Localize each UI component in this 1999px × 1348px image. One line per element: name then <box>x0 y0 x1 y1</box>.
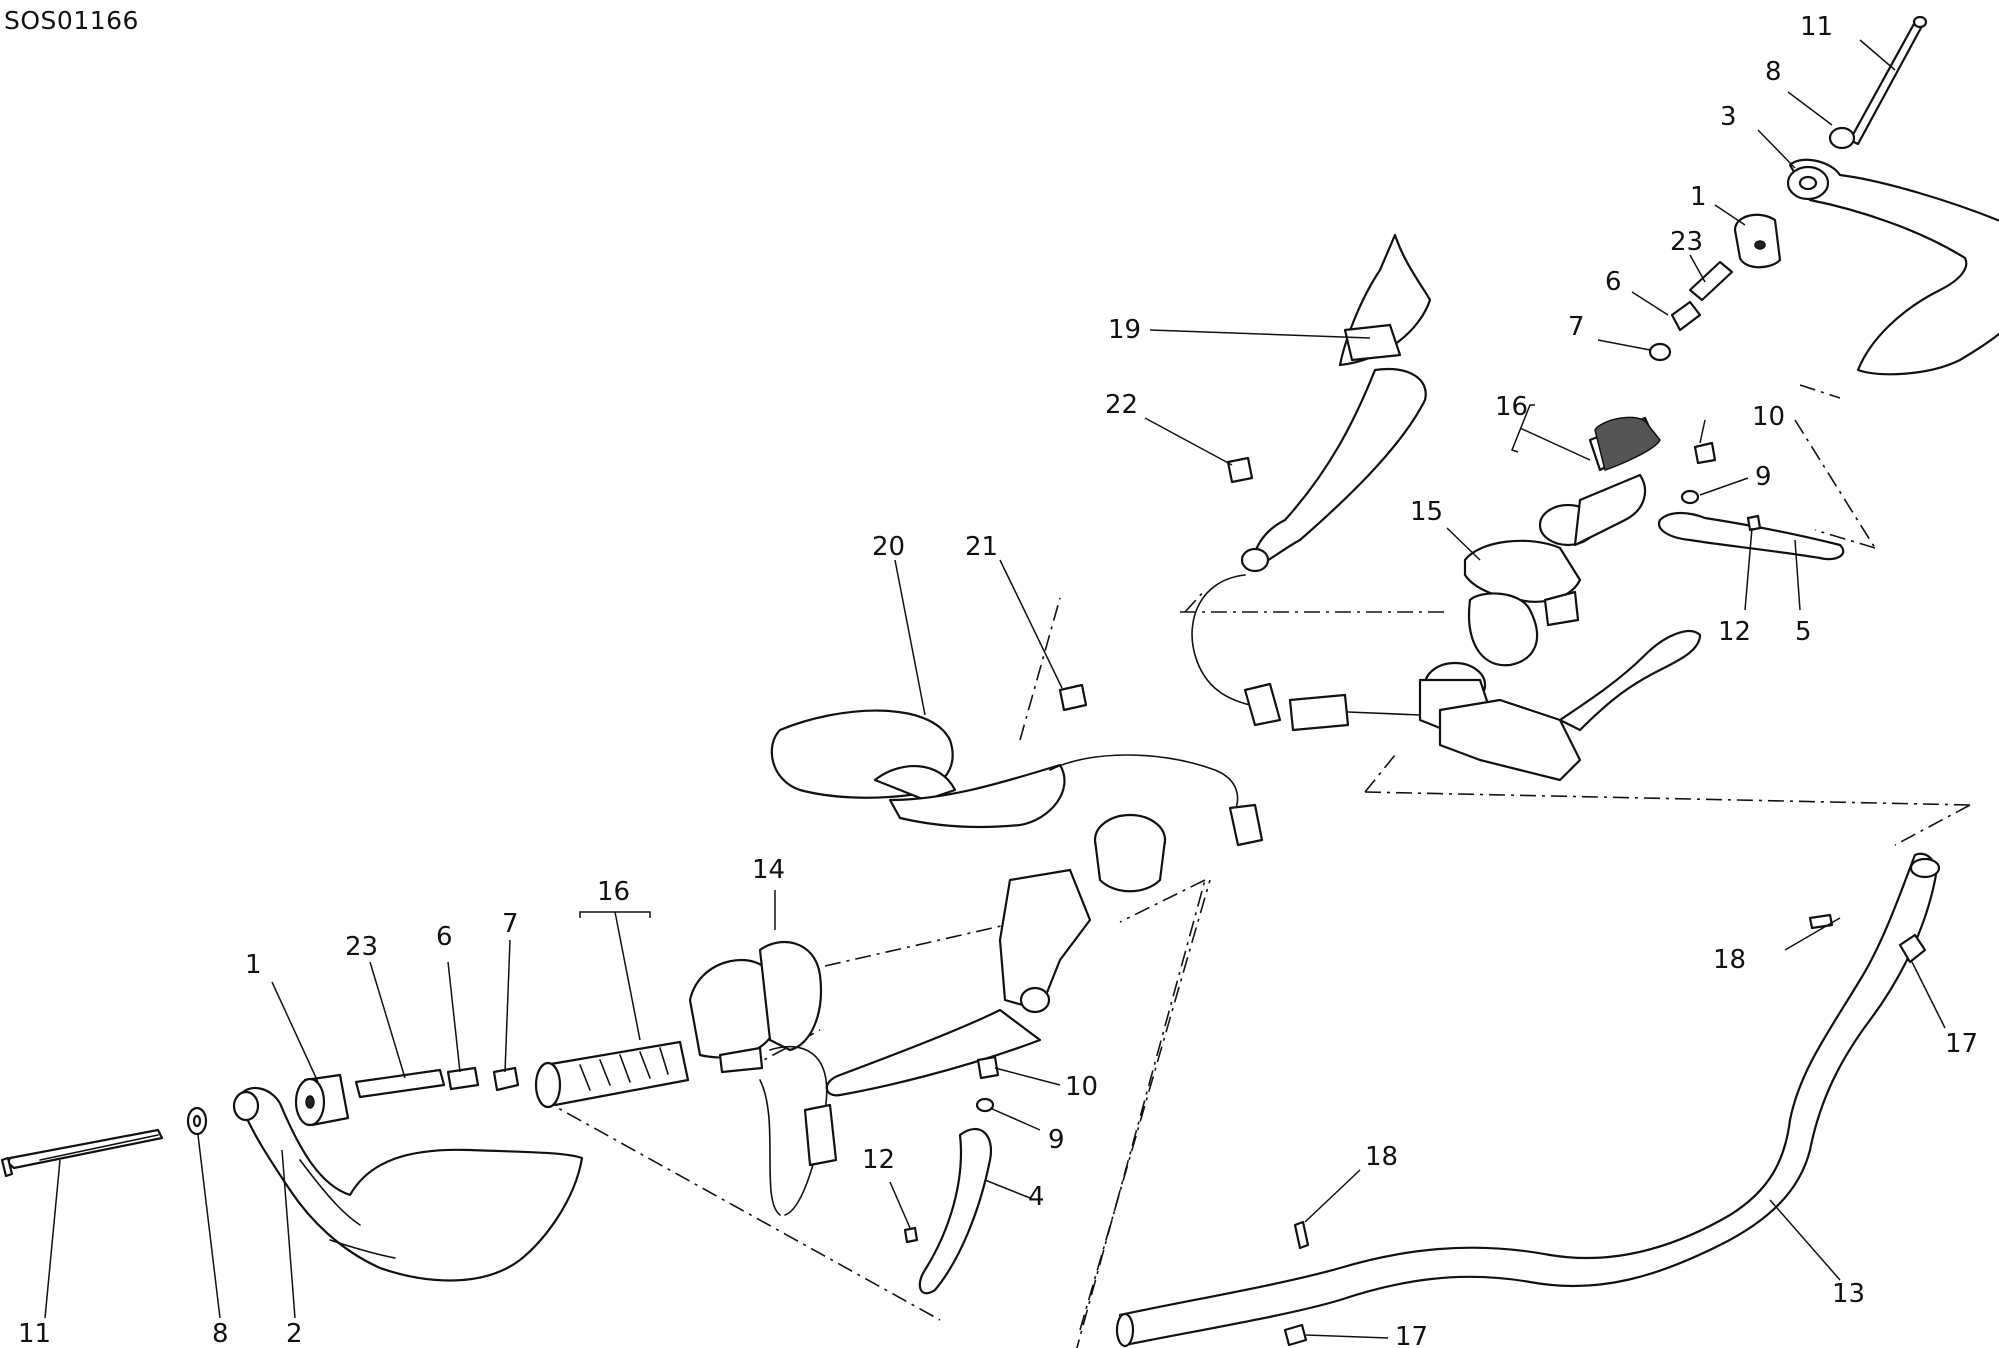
screw-21 <box>1058 683 1088 712</box>
screw-22 <box>1226 456 1254 484</box>
label-20: 20 <box>872 532 905 562</box>
clip-17-left <box>1283 1323 1308 1347</box>
label-15: 15 <box>1410 497 1443 527</box>
screw-10-left <box>976 1055 1000 1080</box>
label-5: 5 <box>1795 617 1812 647</box>
label-7-right: 7 <box>1568 312 1585 342</box>
label-1-right: 1 <box>1690 182 1707 212</box>
label-3: 3 <box>1720 102 1737 132</box>
label-7-left: 7 <box>502 909 519 939</box>
sleeve-left <box>446 1066 480 1091</box>
handlebar <box>1115 852 1941 1348</box>
grip-left <box>534 1040 690 1109</box>
label-12-left: 12 <box>862 1145 895 1175</box>
screw-12-right <box>1746 514 1762 532</box>
insert-right <box>1648 342 1672 362</box>
insert-left <box>492 1066 520 1092</box>
bolt-left <box>0 1128 164 1178</box>
label-6-right: 6 <box>1605 267 1622 297</box>
label-11-left: 11 <box>18 1319 51 1348</box>
spacer-tube-right <box>1688 260 1734 302</box>
label-17-right: 17 <box>1945 1029 1978 1059</box>
label-8-left: 8 <box>212 1319 229 1348</box>
lever-guard-left <box>918 1128 993 1295</box>
label-17-left: 17 <box>1395 1322 1428 1348</box>
label-19: 19 <box>1108 315 1141 345</box>
label-18-right: 18 <box>1713 945 1746 975</box>
hand-guard-left <box>232 1087 584 1282</box>
part-labels: 1 23 6 7 16 14 20 21 19 22 11 8 2 12 10 … <box>18 12 1978 1348</box>
label-18-left: 18 <box>1365 1142 1398 1172</box>
assembly-lines <box>539 384 1971 1348</box>
label-21: 21 <box>965 532 998 562</box>
leader-lines <box>44 39 1946 1339</box>
label-23-right: 23 <box>1670 227 1703 257</box>
label-22: 22 <box>1105 390 1138 420</box>
bar-end-weight-right <box>1733 213 1782 269</box>
washer-right <box>1828 126 1856 150</box>
label-6-left: 6 <box>436 922 453 952</box>
label-1-left: 1 <box>245 950 262 980</box>
mirror-left <box>770 709 1264 847</box>
grip-right <box>1538 416 1661 547</box>
label-9-right: 9 <box>1755 462 1772 492</box>
label-23-left: 23 <box>345 932 378 962</box>
bar-end-weight-left <box>294 1073 350 1127</box>
pin-18-right <box>1808 913 1834 930</box>
washer-9-left <box>975 1097 995 1113</box>
brake-master-cylinder <box>825 813 1167 1097</box>
clutch-master-cylinder <box>1288 630 1702 782</box>
diagram-code: SOS01166 <box>4 6 139 35</box>
mirror-right <box>1191 233 1432 727</box>
switch-right <box>1463 539 1582 667</box>
screw-10-right <box>1693 441 1717 465</box>
label-9-left: 9 <box>1048 1125 1065 1155</box>
label-11-right: 11 <box>1800 12 1833 42</box>
label-13: 13 <box>1832 1279 1865 1309</box>
label-2: 2 <box>286 1319 303 1348</box>
label-16-right: 16 <box>1495 392 1528 422</box>
label-4: 4 <box>1028 1182 1045 1212</box>
switch-left <box>688 941 838 1216</box>
label-14: 14 <box>752 855 785 885</box>
label-10-left: 10 <box>1065 1072 1098 1102</box>
hand-guard-right <box>1786 158 1999 376</box>
label-10-right: 10 <box>1752 402 1785 432</box>
clip-17-right <box>1898 933 1927 964</box>
washer-9-right <box>1680 489 1700 505</box>
label-16-left: 16 <box>597 877 630 907</box>
spacer-tube-left <box>354 1068 446 1099</box>
screw-12-left <box>903 1226 919 1244</box>
label-8-right: 8 <box>1765 57 1782 87</box>
pin-18-left <box>1293 1220 1310 1250</box>
sleeve-right <box>1670 300 1702 332</box>
label-12-right: 12 <box>1718 617 1751 647</box>
